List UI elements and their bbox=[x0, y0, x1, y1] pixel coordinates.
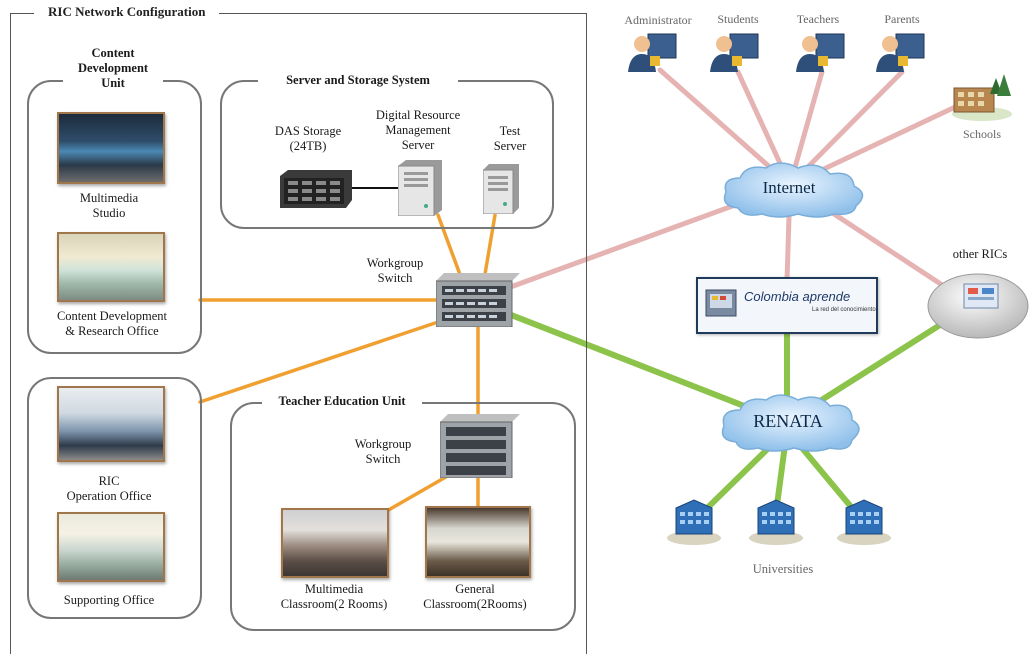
schools-building-icon bbox=[952, 74, 1012, 121]
das-storage-label: DAS Storage (24TB) bbox=[274, 124, 342, 153]
das-storage-icon bbox=[280, 170, 352, 208]
ric-network-title: RIC Network Configuration bbox=[34, 4, 220, 20]
supporting-office-photo bbox=[57, 512, 165, 582]
operation-unit-box bbox=[27, 377, 202, 619]
server-storage-title: Server and Storage System bbox=[258, 73, 458, 88]
other-rics-label: other RICs bbox=[952, 247, 1008, 261]
university-building-icon-3 bbox=[837, 499, 891, 545]
administrator-label: Administrator bbox=[624, 13, 692, 27]
content-dev-office-label: Content Development & Research Office bbox=[56, 309, 168, 338]
supporting-office-label: Supporting Office bbox=[63, 593, 155, 607]
general-classroom-photo bbox=[425, 506, 531, 578]
ric-operation-photo bbox=[57, 386, 165, 462]
other-rics-dish-icon bbox=[927, 273, 1029, 339]
link-switch-operation bbox=[198, 316, 452, 404]
multimedia-classroom-photo bbox=[281, 508, 389, 578]
general-classroom-label: General Classroom(2Rooms) bbox=[423, 582, 527, 611]
ric-network-frame bbox=[10, 13, 587, 654]
workgroup-switch-main-icon bbox=[436, 273, 520, 327]
multimedia-studio-photo bbox=[57, 112, 165, 184]
administrator-user-icon bbox=[628, 33, 677, 72]
university-building-icon-1 bbox=[667, 499, 721, 545]
internet-cloud-icon bbox=[723, 162, 864, 218]
link-switch-renata bbox=[475, 299, 783, 423]
content-dev-unit-title: Content Development Unit bbox=[63, 46, 163, 91]
lan-links bbox=[198, 213, 497, 514]
teacher-edu-title: Teacher Education Unit bbox=[262, 394, 422, 409]
drm-server-label: Digital Resource Management Server bbox=[375, 108, 461, 152]
content-dev-office-photo bbox=[57, 232, 165, 302]
university-building-icon-2 bbox=[749, 499, 803, 545]
link-switch-test-server bbox=[482, 213, 497, 282]
workgroup-switch-teacher-icon bbox=[440, 414, 520, 478]
test-server-icon bbox=[483, 164, 519, 214]
students-label: Students bbox=[717, 12, 759, 26]
teachers-user-icon bbox=[796, 33, 845, 72]
colombia-aprende-logo: Colombia aprende La red del conocimiento bbox=[696, 277, 878, 334]
students-user-icon bbox=[710, 33, 759, 72]
renata-cloud-icon bbox=[721, 394, 860, 452]
schools-label: Schools bbox=[962, 127, 1001, 141]
colombia-aprende-text: Colombia aprende bbox=[744, 289, 851, 304]
workgroup-switch-main-label: Workgroup Switch bbox=[366, 256, 424, 285]
renata-label: RENATA bbox=[753, 411, 823, 431]
workgroup-switch-teacher-label: Workgroup Switch bbox=[354, 437, 412, 466]
parents-user-icon bbox=[876, 33, 925, 72]
ric-operation-label: RIC Operation Office bbox=[66, 474, 152, 503]
parents-label: Parents bbox=[884, 12, 920, 26]
internet-label: Internet bbox=[762, 178, 816, 197]
teachers-label: Teachers bbox=[796, 12, 840, 26]
drm-server-icon bbox=[398, 160, 442, 216]
multimedia-studio-label: Multimedia Studio bbox=[79, 191, 139, 220]
link-switch-drm-server bbox=[436, 213, 464, 282]
test-server-label: Test Server bbox=[493, 124, 527, 153]
colombia-aprende-subtitle: La red del conocimiento bbox=[812, 307, 876, 313]
universities-label: Universities bbox=[752, 562, 814, 576]
colombia-aprende-logo-icon bbox=[705, 289, 737, 317]
multimedia-classroom-label: Multimedia Classroom(2 Rooms) bbox=[280, 582, 388, 611]
